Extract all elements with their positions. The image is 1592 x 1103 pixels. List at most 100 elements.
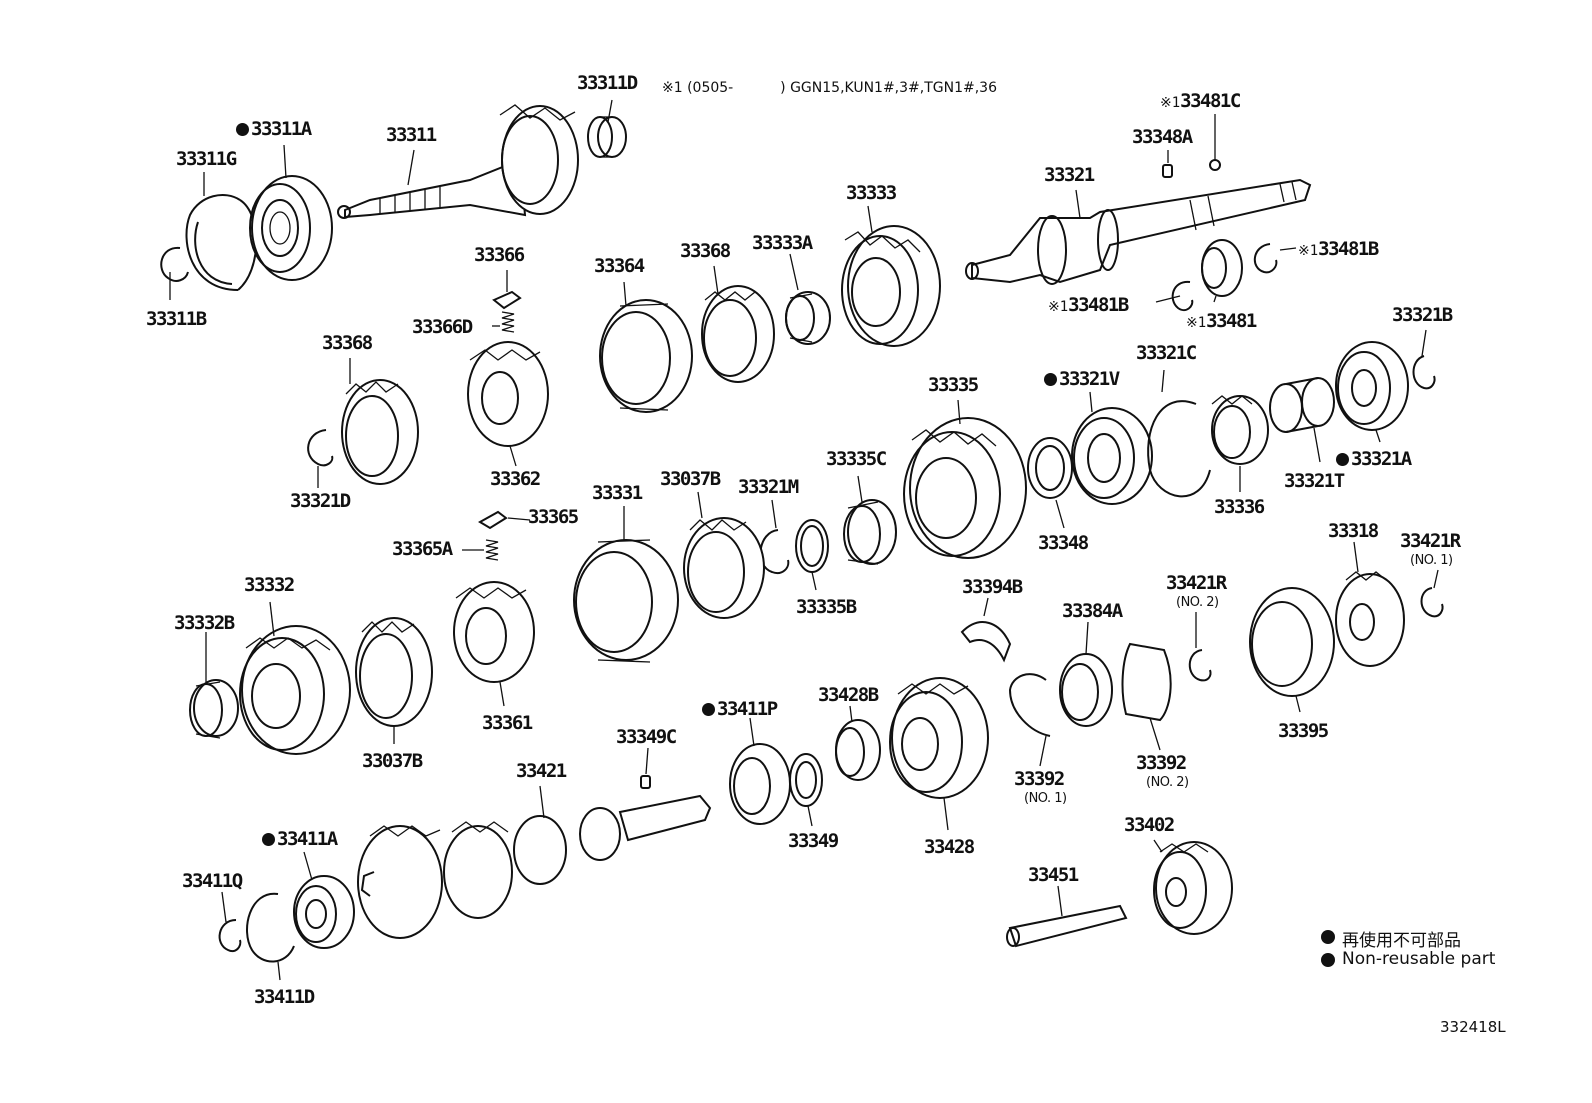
part-label-33331: 33331 [592,484,643,503]
part-33332B-needle-bearing [189,679,239,739]
part-number: 33311B [146,308,207,330]
part-number: 33365 [528,506,579,528]
application-mark: ※1 [1298,243,1319,259]
part-number: 33368 [680,240,731,262]
nonreusable-dot-icon [1044,373,1057,386]
part-label-33402: 33402 [1124,814,1175,836]
part-33392-ring-no2 [1121,642,1172,722]
part-label-qualifier: (NO. 1) [1410,553,1453,568]
part-label-33384a: 33384A [1062,600,1123,622]
part-33365A-spring [485,539,499,561]
part-33335B-ring [795,519,829,573]
part-label-33392: 33392 [1136,752,1187,774]
part-label-33321c: 33321C [1136,344,1197,363]
part-33368-synchro-ring-left [341,379,419,485]
part-label-33311d: 33311D [577,74,638,93]
part-33395-hub-sleeve [1249,587,1335,697]
part-number: 33333 [846,182,897,204]
part-33366D-spring [501,311,515,333]
part-33332-gear [239,625,351,755]
legend-english: Non-reusable part [1342,949,1496,969]
part-label-33332b: 33332B [174,612,235,634]
part-label-33318: 33318 [1328,522,1379,541]
application-mark: ※1 [1160,95,1181,111]
part-33311A-bearing [249,175,333,281]
part-number: 33332 [244,574,295,596]
part-number: 33392 [1014,768,1065,790]
part-label-33421r: 33421R [1166,572,1227,594]
nonreusable-dot-icon [236,123,249,136]
legend-dot-ja [1321,930,1335,944]
leader-lines [169,99,1439,981]
part-label-33037b: 33037B [660,468,721,490]
part-number: 33037B [660,468,721,490]
part-number: 33348 [1038,532,1089,554]
application-note: ※1 (0505- ) GGN15,KUN1#,3#,TGN1#,36 [662,80,997,96]
part-33481C-ball [1209,159,1221,171]
part-number: 33335C [826,448,887,470]
part-label-33349c: 33349C [616,728,677,747]
part-label-33311: 33311 [386,124,437,146]
part-label-33368: 33368 [322,332,373,354]
part-number: 33428B [818,684,879,706]
part-label-33335: 33335 [928,374,979,396]
part-label-33481c: ※133481C [1160,92,1241,111]
part-label-33392: 33392 [1014,768,1065,790]
part-33321V-bearing [1071,407,1153,505]
part-33321A-bearing [1335,341,1409,431]
part-label-33362: 33362 [490,470,541,489]
part-33421R-ring-no1 [1420,587,1444,618]
nonreusable-dot-icon [262,833,275,846]
application-close: ) [780,80,786,96]
part-number: 33421R [1166,572,1227,594]
application-models: GGN15,KUN1#,3#,TGN1#,36 [790,80,997,96]
part-number: 33332B [174,612,235,634]
part-label-33321m: 33321M [738,476,799,498]
part-33037B-synchro-ring-middle [683,517,765,619]
part-33365-shifting-key [478,510,508,530]
legend-dot-en [1321,953,1335,967]
part-label-33348a: 33348A [1132,128,1193,147]
part-33349-ring [789,753,823,807]
part-33394B-arm [960,621,1012,663]
part-number: 33333A [752,232,813,254]
part-33333A-needle-bearing [785,291,831,345]
part-number: 33321M [738,476,799,498]
part-label-33368: 33368 [680,240,731,262]
part-label-33333: 33333 [846,182,897,204]
part-33361-clutch-hub [453,581,535,683]
part-number: 33402 [1124,814,1175,836]
part-label-33481b: ※133481B [1048,294,1129,316]
part-label-33335c: 33335C [826,448,887,470]
part-label-33421r: 33421R [1400,532,1461,551]
part-33037B-synchro-ring-lower [355,617,433,727]
part-label-33336: 33336 [1214,498,1265,517]
part-number: 33368 [322,332,373,354]
part-number: 33481B [1318,238,1379,260]
part-number: 33335B [796,596,857,618]
part-label-33321: 33321 [1044,166,1095,185]
part-number: 33392 [1136,752,1187,774]
part-label-33335b: 33335B [796,596,857,618]
application-prefix: ※1 [662,80,683,96]
part-label-33349: 33349 [788,832,839,851]
part-label-33411a: 33411A [262,830,338,849]
part-33321D-ring [307,429,334,467]
part-33333-gear [841,225,941,347]
part-33331-hub-sleeve [573,539,679,663]
part-label-33321v: 33321V [1044,370,1120,389]
part-label-33321b: 33321B [1392,306,1453,325]
part-number: 33366D [412,316,473,338]
part-number: 33384A [1062,600,1123,622]
part-33321T-spacer [1269,377,1335,433]
part-33421R-ring-no2 [1188,649,1212,682]
part-number: 33365A [392,538,453,560]
part-number: 33481B [1068,294,1129,316]
application-mark: ※1 [1048,299,1069,315]
part-label-qualifier: (NO. 2) [1146,775,1189,790]
part-33348-ring [1027,437,1073,499]
part-number: 33361 [482,712,533,734]
part-number: 33311 [386,124,437,146]
part-number: 33335 [928,374,979,396]
